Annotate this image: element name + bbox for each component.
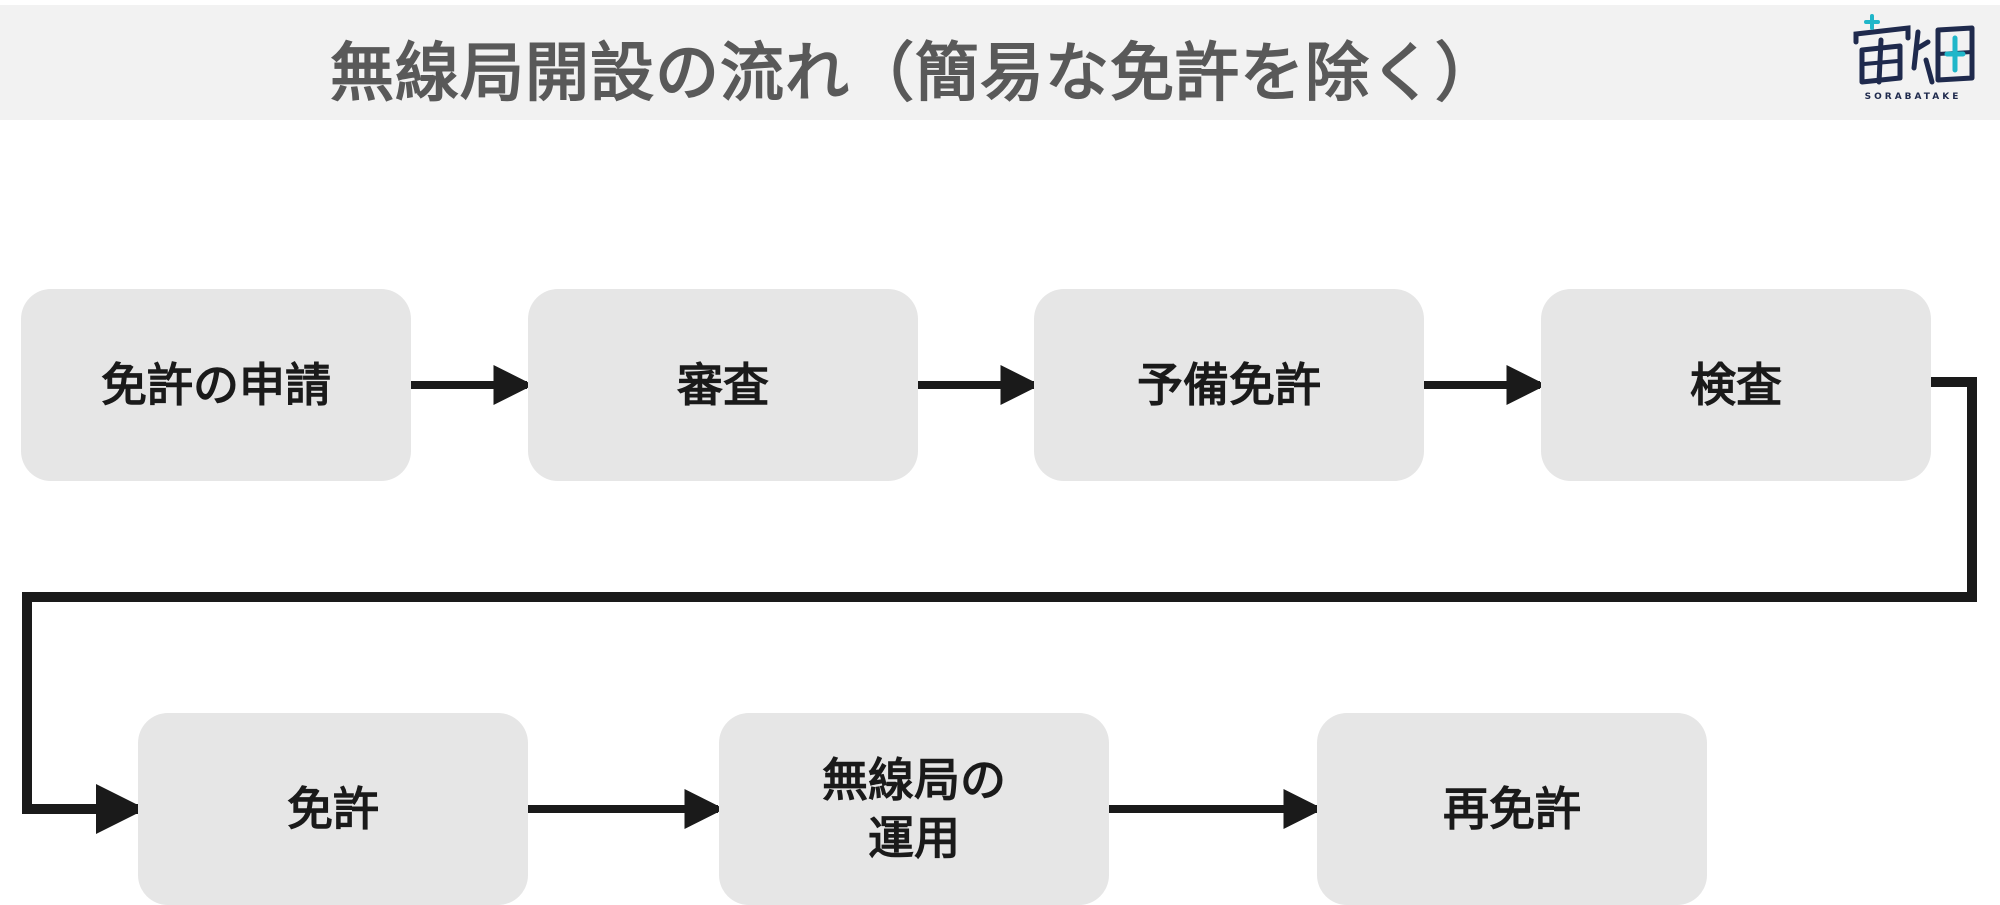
- step-inspection: 検査: [1541, 289, 1931, 481]
- arrow-inspection-to-license: [22, 377, 1977, 834]
- step-label: 再免許: [1443, 782, 1581, 836]
- logo-caption: SORABATAKE: [1864, 92, 1962, 102]
- header-band: [0, 5, 2000, 120]
- sorabatake-logo: SORABATAKE: [1848, 12, 1978, 106]
- step-label: 審査: [677, 358, 769, 412]
- step-preliminary-license: 予備免許: [1034, 289, 1424, 481]
- step-relicense: 再免許: [1317, 713, 1707, 905]
- step-label: 免許の申請: [101, 358, 331, 412]
- step-review: 審査: [528, 289, 918, 481]
- step-license: 免許: [138, 713, 528, 905]
- step-license-application: 免許の申請: [21, 289, 411, 481]
- logo-mark-icon: [1853, 14, 1975, 85]
- step-label: 免許: [287, 782, 379, 836]
- page-title: 無線局開設の流れ（簡易な免許を除く）: [330, 37, 1500, 111]
- step-label: 検査: [1690, 358, 1782, 412]
- step-label: 予備免許: [1137, 358, 1321, 412]
- step-station-operation: 無線局の 運用: [719, 713, 1109, 905]
- step-label: 無線局の 運用: [822, 753, 1006, 865]
